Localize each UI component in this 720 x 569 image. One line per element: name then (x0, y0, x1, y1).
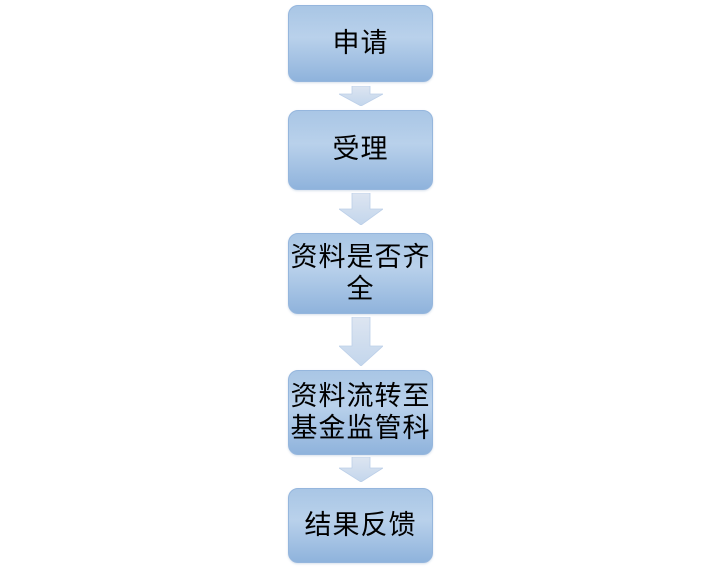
flow-node-label: 资料是否齐全 (290, 241, 431, 305)
flow-node-transfer-to-fund-supervision: 资料流转至基金监管科 (288, 370, 433, 455)
flow-node-accept: 受理 (288, 110, 433, 190)
down-arrow-icon (339, 86, 383, 106)
down-arrow-icon (339, 193, 383, 225)
flow-node-materials-complete: 资料是否齐全 (288, 233, 433, 314)
flow-node-label: 结果反馈 (304, 509, 417, 541)
flow-node-label: 受理 (332, 134, 389, 165)
down-arrow-icon (339, 457, 383, 482)
flow-node-result-feedback: 结果反馈 (288, 488, 433, 563)
flow-node-label: 申请 (332, 27, 389, 59)
down-arrow-icon (339, 317, 383, 366)
flow-node-apply: 申请 (288, 5, 433, 82)
flow-node-label: 资料流转至基金监管科 (290, 380, 431, 444)
